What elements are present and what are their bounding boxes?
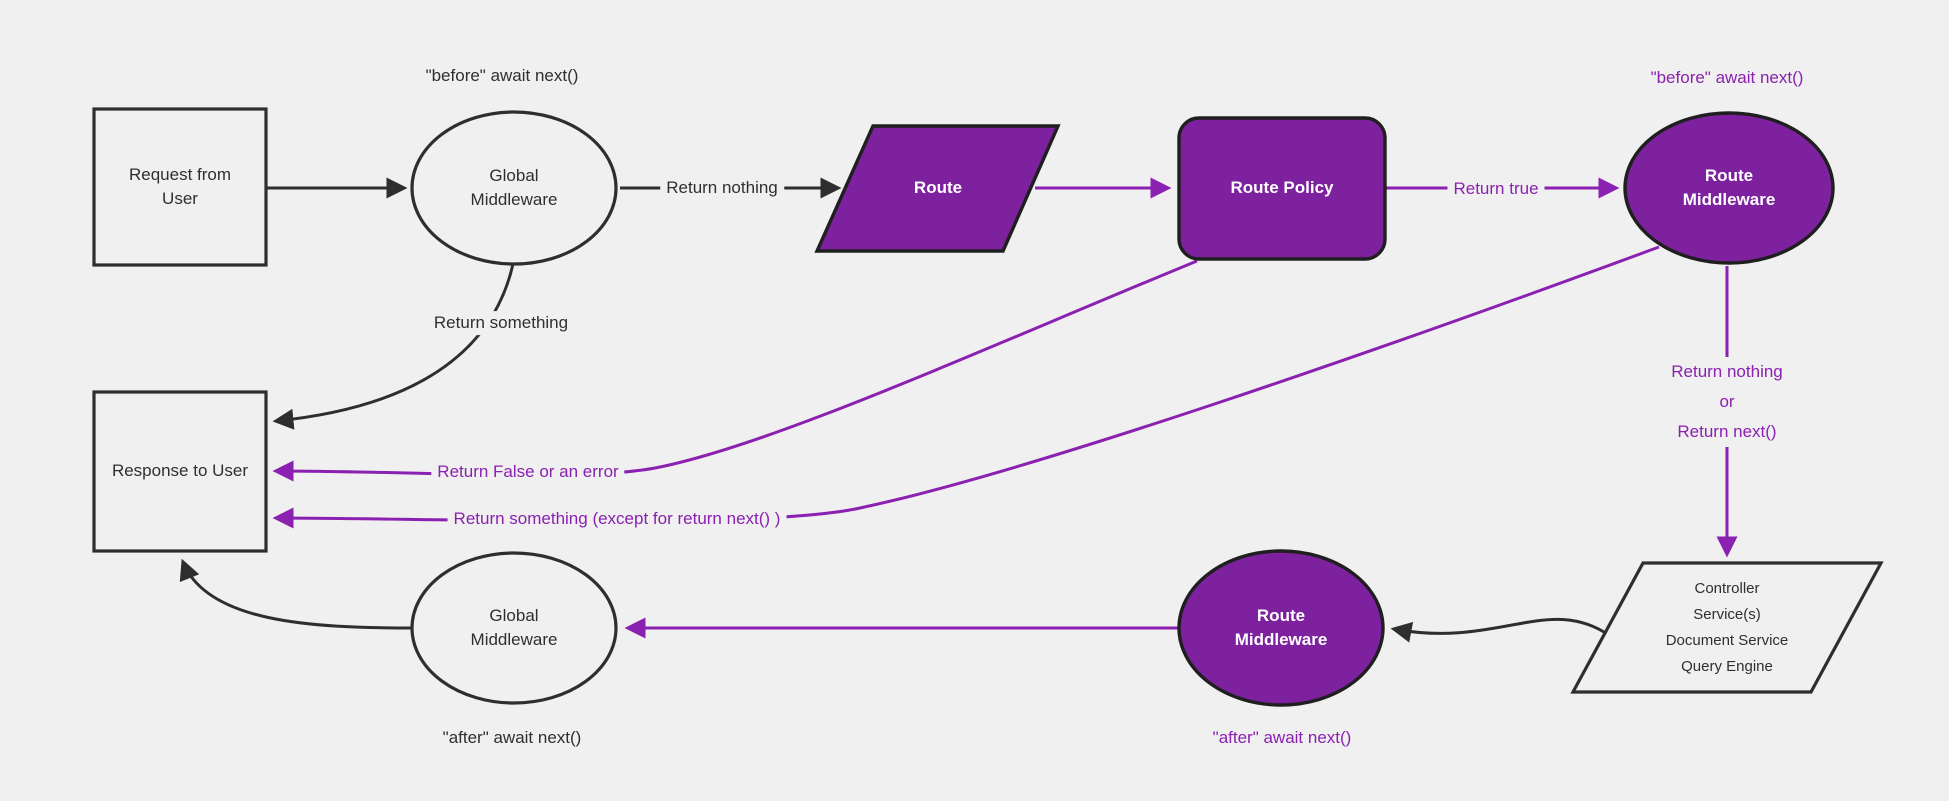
global-middleware-top-label: Global Middleware — [470, 166, 558, 209]
edge-return-false-to-response — [272, 259, 1198, 482]
route-middleware-top-label: Route Middleware — [1682, 166, 1776, 209]
return-something-label: Return something — [427, 311, 575, 335]
edge-controller-to-route-middleware-bottom — [1390, 617, 1605, 643]
request-from-user-box — [92, 107, 268, 267]
route-middleware-top-ellipse — [1623, 111, 1835, 265]
return-nothing-or-next-label: Return nothing or Return next() — [1665, 357, 1789, 447]
route-policy-box — [1177, 116, 1387, 261]
before-await-next-right-label: "before" await next() — [1650, 68, 1804, 88]
controller-services-parallelogram — [1570, 561, 1884, 694]
request-from-user-label: Request from User — [128, 165, 232, 208]
after-await-next-bottom-left-label: "after" await next() — [442, 728, 582, 748]
route-policy-label: Route Policy — [1230, 178, 1334, 198]
edge-return-something-to-response — [272, 263, 515, 430]
global-middleware-top-ellipse — [410, 110, 618, 266]
controller-services-label: Controller Service(s) Document Service Q… — [1665, 580, 1789, 675]
return-something-except-label: Return something (except for return next… — [447, 507, 787, 531]
after-await-next-bottom-right-label: "after" await next() — [1212, 728, 1352, 748]
global-middleware-bottom-ellipse — [410, 551, 618, 705]
response-to-user-box — [92, 390, 268, 553]
route-middleware-bottom-ellipse — [1177, 549, 1385, 707]
return-true-label: Return true — [1447, 177, 1545, 201]
return-false-or-error-label: Return False or an error — [431, 460, 625, 484]
route-label: Route — [913, 178, 963, 198]
edge-global-middleware-bottom-to-response — [179, 558, 413, 630]
route-parallelogram — [814, 124, 1061, 253]
route-middleware-bottom-label: Route Middleware — [1234, 606, 1328, 649]
response-to-user-label: Response to User — [111, 461, 249, 481]
before-await-next-top-label: "before" await next() — [425, 66, 579, 86]
global-middleware-bottom-label: Global Middleware — [470, 606, 558, 649]
return-nothing-label: Return nothing — [660, 176, 784, 200]
